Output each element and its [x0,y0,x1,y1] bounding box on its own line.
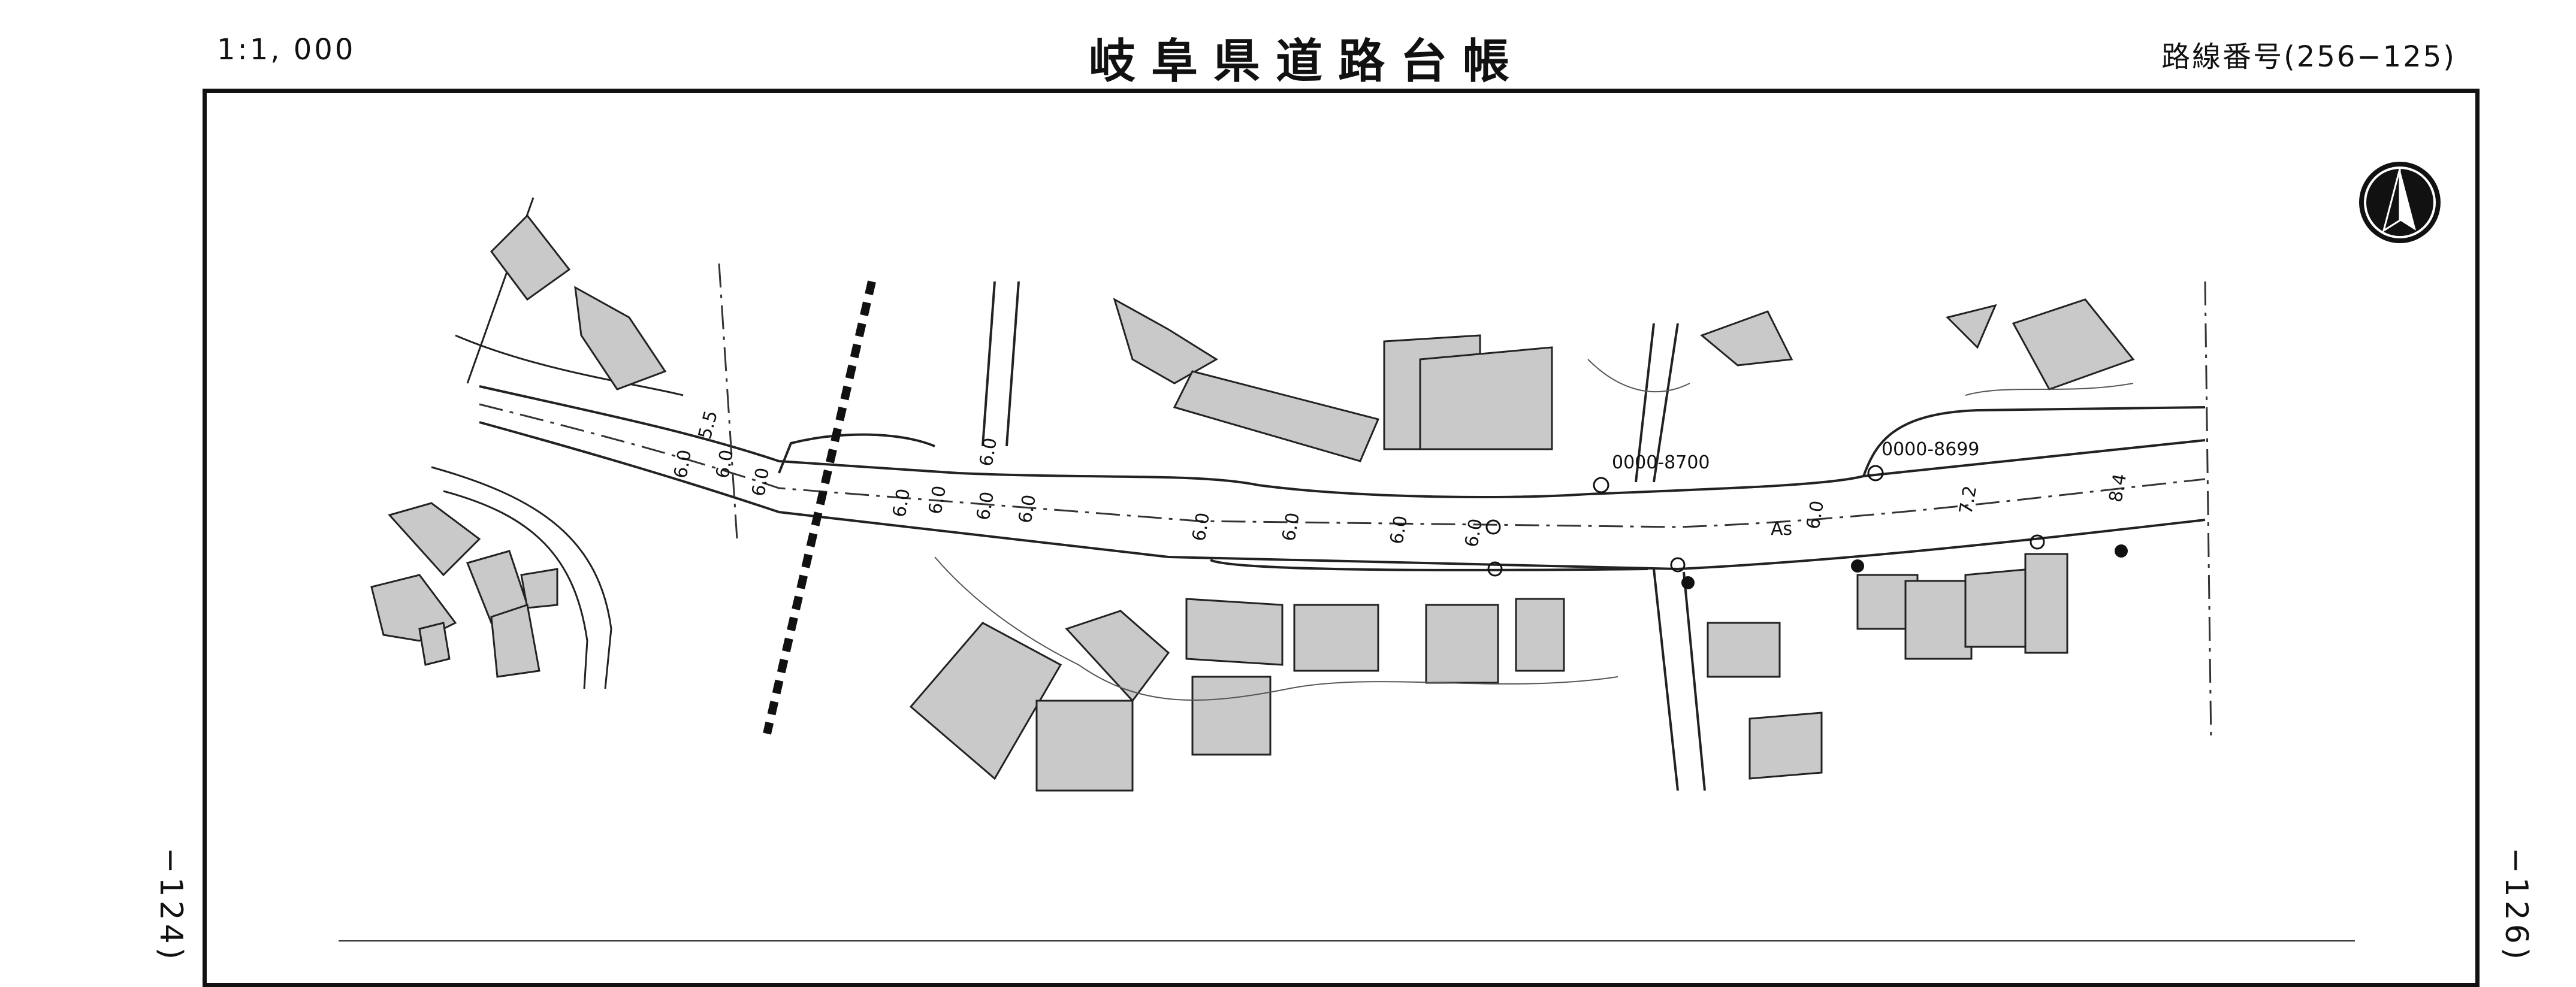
building [1946,304,1997,349]
building [1707,622,1781,678]
building [1035,700,1134,792]
building [909,622,1062,780]
road-edges [479,281,2206,791]
building [1419,346,1553,450]
building [2012,298,2135,390]
road-map: 5.5 6.0 6.0 6.0 6.0 6.0 6.0 6.0 6.0 6.0 … [339,162,2441,941]
road-width-label: 5.5 [694,408,722,441]
road-width-label: 7.2 [1955,484,1981,516]
boundary-hatch-line [763,280,876,735]
building [574,286,667,390]
building [1173,370,1380,462]
building [418,622,451,666]
building [1293,604,1379,672]
road-width-label: 6.0 [889,487,914,519]
building [520,568,558,609]
building [1065,610,1170,703]
surface-label: As [1771,519,1792,540]
building [388,502,481,577]
road-width-label: 6.0 [976,436,1001,468]
map-scale: 1:1, 000 [217,33,356,66]
building [490,214,571,301]
road-width-label: 6.0 [670,448,696,480]
station-label: 0000-8699 [1882,439,1980,460]
building [1113,297,1218,384]
building [1515,598,1565,672]
side-road-curve [431,197,684,689]
building [490,604,540,678]
road-center-line [479,263,2212,743]
utility-markers [1485,465,2128,589]
north-arrow-icon [2359,162,2441,243]
building [1425,604,1499,684]
road-width-label: 6.0 [1386,514,1412,546]
road-width-label: 6.0 [1802,499,1828,531]
road-width-label: 6.0 [1014,493,1040,525]
road-width-label: 6.0 [1278,511,1304,543]
building [1185,598,1284,666]
building [1964,568,2033,648]
building [1191,676,1272,756]
road-width-label: 6.0 [1188,511,1214,543]
building [1748,712,1823,780]
road-width-label: 6.0 [925,484,950,516]
building [1700,310,1793,367]
road-width-label: 6.0 [712,448,738,480]
road-width-label: 8.4 [2105,472,2131,504]
building [1904,580,1973,660]
contour-lines [934,359,2134,701]
station-label: 0000-8700 [1612,452,1710,473]
page-title: 岐阜県道路台帳 [1089,34,1526,89]
road-width-label: 6.0 [748,466,774,498]
road-width-label: 6.0 [1461,517,1487,549]
building [2024,553,2068,654]
road-width-labels: 5.5 6.0 6.0 6.0 6.0 6.0 6.0 6.0 6.0 6.0 … [670,408,2131,549]
buildings [370,214,2135,792]
route-number: 路線番号(256−125) [2161,40,2456,74]
road-width-label: 6.0 [973,490,998,522]
